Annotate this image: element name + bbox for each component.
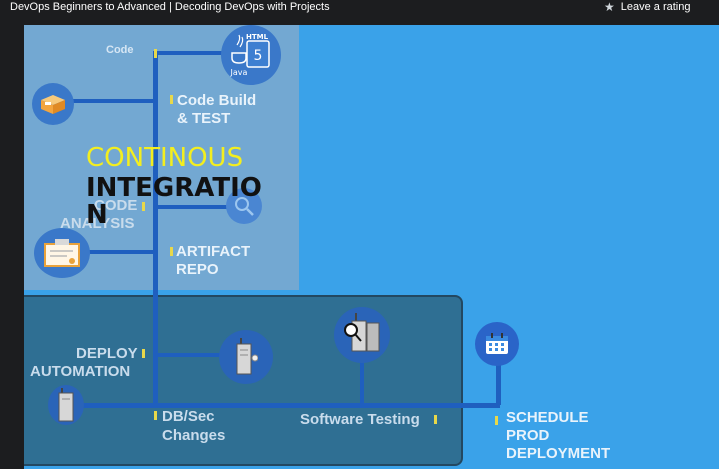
magnifier-icon (235, 197, 254, 216)
calendar-icon (486, 333, 508, 354)
automation-server-node (48, 385, 84, 425)
pipe-main-vertical (153, 53, 158, 408)
html5-icon: 5 HTML Java (230, 33, 270, 77)
pipe-top (153, 51, 263, 55)
server-icon-small (58, 388, 74, 422)
box-icon (41, 95, 65, 114)
label-code-build: Code Build (177, 92, 257, 109)
label-db-sec: DB/Sec (162, 408, 215, 425)
server-test-icon (344, 313, 380, 352)
pipe-bottom (64, 403, 500, 408)
pipe-artifact (72, 250, 157, 254)
leave-rating-label: Leave a rating (620, 1, 691, 13)
testing-server-node (334, 307, 390, 363)
label-software-testing: Software Testing (300, 411, 420, 428)
video-slide[interactable]: 5 HTML Java (24, 25, 719, 469)
course-title[interactable]: DevOps Beginners to Advanced | Decoding … (10, 1, 330, 13)
svg-text:Java: Java (230, 68, 248, 77)
ci-heading-line3: N (86, 200, 108, 230)
marker-analysis (142, 202, 145, 211)
label-code-analysis-2: ANALYSIS (60, 215, 135, 232)
leave-rating-button[interactable]: ★ Leave a rating (604, 0, 690, 14)
label-artifact: ARTIFACT (176, 243, 251, 260)
label-deployment: DEPLOYMENT (506, 445, 611, 462)
ci-heading: CONTINOUS INTEGRATIO N (86, 143, 262, 230)
artifact-node (34, 228, 90, 278)
label-deploy: DEPLOY (76, 345, 138, 362)
marker-artifact (170, 247, 173, 256)
package-node (32, 83, 74, 125)
analysis-node (226, 188, 262, 224)
label-code-analysis-1: CODE (94, 197, 138, 214)
pipe-analysis (153, 205, 248, 209)
server-icon (236, 338, 258, 375)
pipe-build (72, 99, 157, 103)
pipe-deploy (153, 353, 248, 357)
video-top-bar: DevOps Beginners to Advanced | Decoding … (0, 0, 719, 25)
label-changes: Changes (162, 427, 226, 444)
marker-testing (434, 415, 437, 424)
schedule-node (475, 322, 519, 366)
pipe-schedule-vertical (496, 360, 501, 405)
marker-build (170, 95, 173, 104)
label-schedule: SCHEDULE (506, 409, 589, 426)
label-prod: PROD (506, 427, 550, 444)
left-gutter (0, 25, 24, 469)
deploy-server-node (219, 330, 273, 384)
label-and-test: & TEST (177, 110, 231, 127)
label-automation: AUTOMATION (30, 363, 131, 380)
ci-heading-line1: CONTINOUS (86, 143, 244, 173)
svg-text:HTML: HTML (246, 33, 269, 41)
marker-db (154, 411, 157, 420)
ci-heading-line2: INTEGRATIO (86, 173, 262, 203)
html-java-node: 5 HTML Java (221, 25, 281, 85)
marker-schedule (495, 416, 498, 425)
marker-deploy (142, 349, 145, 358)
svg-text:5: 5 (254, 48, 263, 64)
pipe-testing-vertical (360, 343, 364, 405)
star-icon: ★ (604, 0, 615, 14)
label-repo: REPO (176, 261, 219, 278)
marker-code (154, 49, 157, 58)
certificate-icon (44, 239, 80, 267)
label-code: Code (106, 44, 134, 56)
